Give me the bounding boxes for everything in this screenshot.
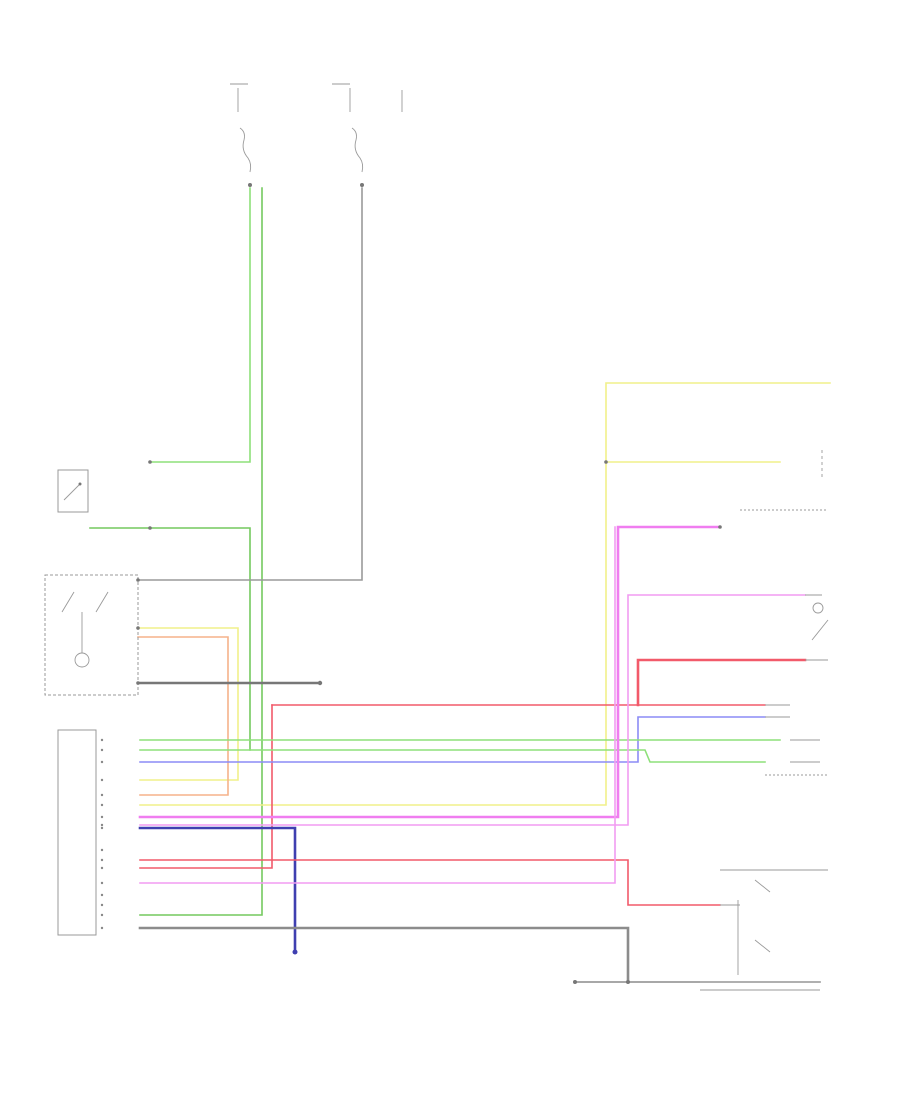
- wire-light-green-2: [139, 187, 263, 916]
- wire-red-down: [139, 704, 273, 869]
- wire-gray-ground: [138, 926, 630, 984]
- unit-pin: [100, 748, 104, 752]
- wire-pink-brake: [139, 594, 806, 826]
- neutral-switch: [573, 869, 828, 991]
- unit-pin: [100, 926, 104, 930]
- unit-pin: [100, 778, 104, 782]
- wire-green-3: [89, 527, 251, 751]
- cruise-control-unit: [57, 729, 104, 936]
- wire-light-green-1: [149, 187, 251, 463]
- unit-pin: [100, 815, 104, 819]
- unit-pin: [100, 893, 104, 897]
- navy-endpoint: [292, 949, 298, 955]
- stop-light-switch: [57, 460, 152, 530]
- wire-navy: [138, 826, 297, 952]
- wire-magenta: [138, 525, 722, 819]
- brake-switch: [805, 594, 829, 661]
- unit-pin: [100, 803, 104, 807]
- wire-gray-1: [137, 187, 363, 581]
- throttle-position-sensor: [765, 704, 828, 776]
- wire-violet-lower: [139, 526, 616, 884]
- unit-pin: [100, 913, 104, 917]
- unit-pin: [100, 760, 104, 764]
- wire-red-brake: [636, 658, 807, 707]
- unit-pin: [100, 881, 104, 885]
- unit-pin: [100, 738, 104, 742]
- wire-yellow-lever: [137, 627, 239, 781]
- wire-green-h2: [139, 749, 766, 763]
- unit-pin: [100, 858, 104, 862]
- unit-pin: [100, 823, 104, 827]
- unit-pin: [100, 793, 104, 797]
- wire-yellow-top: [139, 382, 831, 806]
- unit-pin: [100, 848, 104, 852]
- wire-orange-lever: [137, 636, 229, 796]
- top-fuse-block: [230, 83, 403, 187]
- cruise-control-lever-switch: [44, 574, 323, 696]
- wire-group: [89, 187, 831, 984]
- actuator-control-unit: [604, 450, 828, 529]
- unit-pin: [100, 866, 104, 870]
- unit-pin: [100, 903, 104, 907]
- wire-red-lower: [139, 859, 721, 906]
- unit-pin: [100, 826, 104, 830]
